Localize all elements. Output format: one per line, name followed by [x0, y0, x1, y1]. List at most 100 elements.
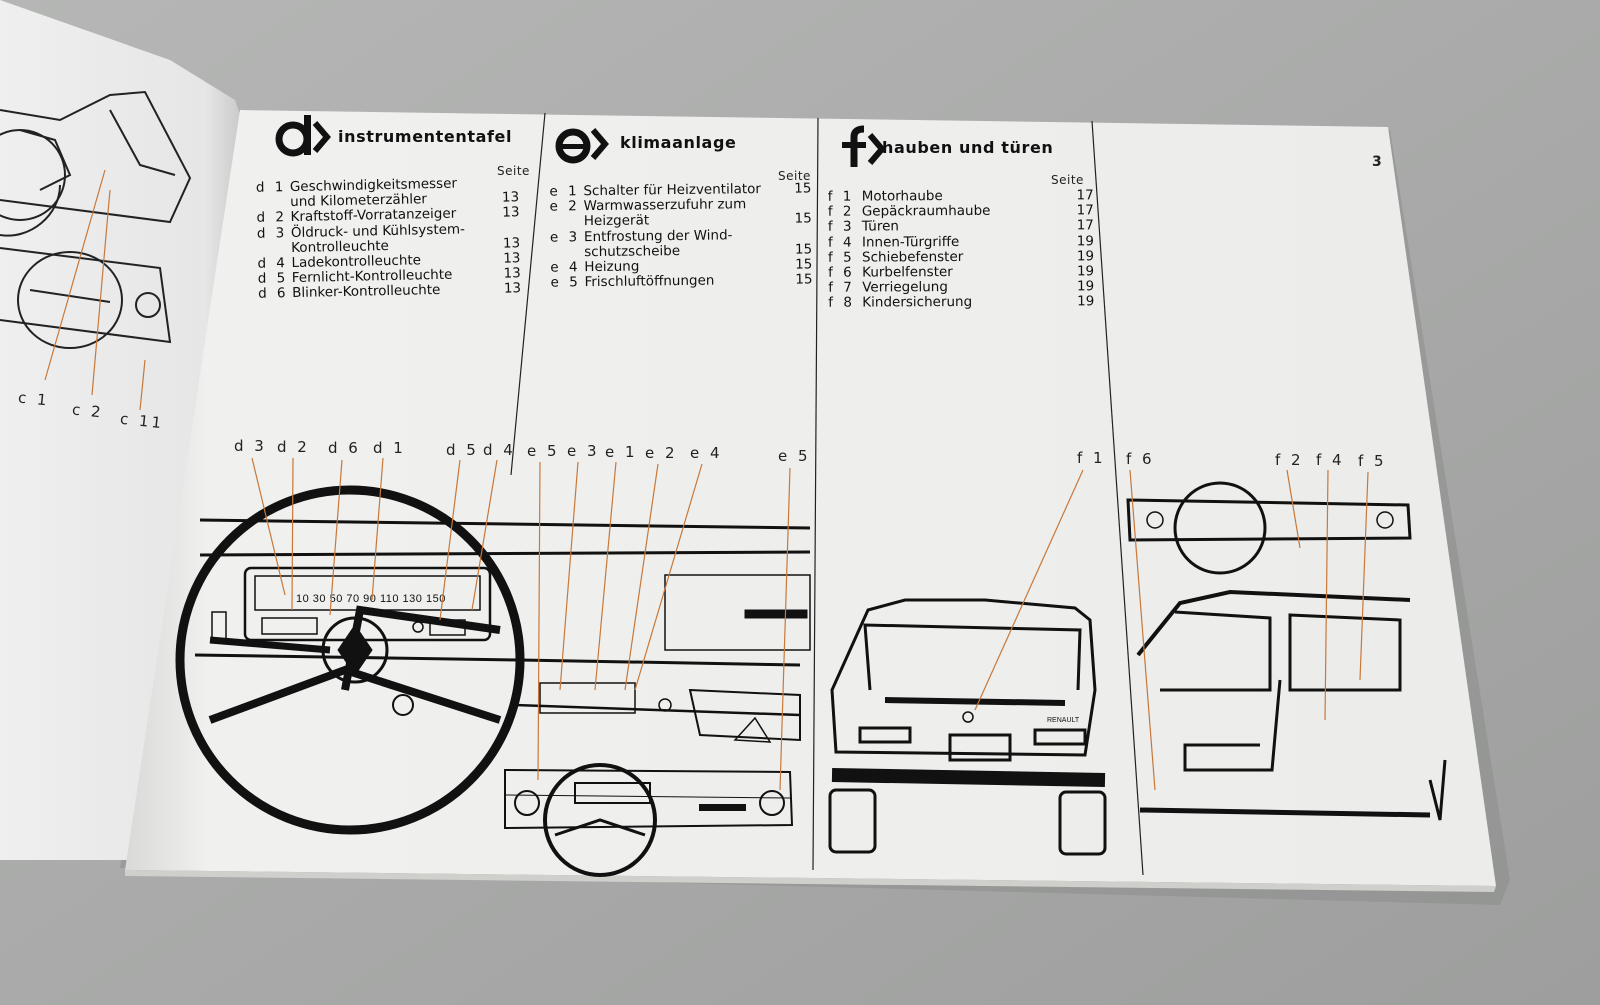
speedometer-scale: 10 30 50 70 90 110 130 150 — [296, 593, 446, 605]
callout-d2: d 2 — [277, 438, 310, 456]
toc-page: 19 — [1076, 248, 1095, 265]
callout-e1: e 1 — [605, 443, 638, 461]
toc-page: 15 — [794, 180, 812, 197]
toc-code: f 6 — [828, 264, 855, 281]
toc-code — [257, 252, 291, 253]
callout-f2: f 2 — [1275, 451, 1304, 469]
toc-page: 13 — [502, 235, 521, 252]
section-title-e: klimaanlage — [620, 133, 737, 152]
section-title-f: hauben und türen — [882, 138, 1054, 157]
toc-entry: f 8 Kindersicherung 19 — [828, 293, 1095, 312]
toc-entry: f 6 Kurbelfenster 19 — [828, 263, 1095, 281]
toc-text: Heizung — [584, 258, 640, 276]
toc-page: 17 — [1076, 202, 1094, 219]
toc-code: f 3 — [827, 218, 855, 236]
toc-text: Blinker-Kontrolleuchte — [291, 282, 441, 302]
seite-label-e: Seite — [778, 169, 811, 183]
toc-page: 19 — [1076, 263, 1095, 280]
callout-d5: d 5 — [446, 441, 479, 459]
toc-code: e 2 — [549, 198, 580, 215]
toc-code — [256, 206, 290, 207]
callout-f6: f 6 — [1126, 450, 1155, 468]
toc-page: 19 — [1076, 278, 1095, 295]
toc-page: 15 — [795, 256, 813, 273]
callout-d3: d 3 — [234, 437, 267, 455]
toc-code: f 2 — [827, 203, 855, 220]
callout-e3: e 3 — [567, 442, 600, 460]
callout-f5: f 5 — [1358, 452, 1387, 470]
toc-page: 17 — [1076, 187, 1094, 204]
callout-f1: f 1 — [1077, 449, 1106, 467]
callout-e4: e 4 — [690, 444, 723, 462]
toc-text: Kurbelfenster — [862, 264, 953, 281]
toc-page: 15 — [794, 210, 812, 228]
toc-code: f 7 — [828, 279, 855, 296]
section-logo-f — [842, 125, 886, 167]
toc-entry: f 2 Gepäckraumhaube 17 — [827, 202, 1094, 221]
left-page — [0, 0, 242, 860]
toc-code: f 5 — [827, 249, 855, 266]
toc-page: 15 — [794, 241, 813, 258]
toc-code: e 3 — [549, 228, 581, 246]
toc-page: 19 — [1077, 293, 1095, 310]
toc-list-f: f 1 Motorhaube 17 f 2 Gepäckraumhaube 17 f 3 Tü… — [827, 187, 1095, 312]
toc-text: Kindersicherung — [862, 294, 973, 311]
toc-entry: f 3 Türen 17 — [827, 217, 1094, 236]
toc-page: 13 — [503, 280, 522, 298]
toc-page: 17 — [1076, 217, 1094, 234]
toc-page: 13 — [503, 265, 521, 282]
toc-text: Türen — [861, 218, 899, 235]
section-title-d: instrumententafel — [338, 127, 513, 146]
left-leader-lines — [44, 169, 146, 411]
toc-code: d 1 — [255, 179, 287, 196]
column-dividers — [510, 112, 1144, 876]
toc-text: Heizgerät — [583, 212, 650, 230]
toc-text: Schiebefenster — [861, 248, 964, 266]
callout-e5b: e 5 — [778, 447, 811, 465]
toc-text: Warmwasserzufuhr zum — [583, 196, 747, 215]
toc-page: 19 — [1076, 232, 1094, 250]
right-page — [125, 110, 1496, 886]
car-rear-illustration — [828, 598, 1107, 856]
callout-f4: f 4 — [1316, 451, 1345, 469]
toc-code: f 8 — [828, 294, 855, 312]
toc-code: d 3 — [256, 224, 288, 242]
toc-page: 13 — [502, 204, 520, 222]
section-logo-e — [555, 128, 609, 164]
seite-label-f: Seite — [1051, 173, 1084, 187]
toc-entry: f 5 Schiebefenster 19 — [827, 248, 1095, 266]
callout-d6: d 6 — [328, 439, 361, 457]
toc-code: f 4 — [827, 234, 855, 251]
toc-code: d 6 — [257, 285, 289, 303]
callout-e2: e 2 — [645, 444, 678, 462]
toc-code: e 5 — [550, 274, 581, 291]
renault-badge: RENAULT — [1047, 717, 1080, 724]
toc-text: Innen-Türgriffe — [861, 233, 960, 251]
dashboard-illustration — [175, 485, 811, 835]
toc-code: f 1 — [827, 188, 855, 205]
page-number: 3 — [1372, 154, 1382, 170]
callout-d4: d 4 — [483, 441, 516, 459]
callout-c2: c 2 — [71, 400, 105, 422]
toc-text: Motorhaube — [861, 188, 943, 205]
toc-page: 13 — [503, 250, 521, 267]
toc-text: Frischluftöffnungen — [584, 272, 715, 291]
toc-page: 15 — [795, 271, 813, 288]
seite-label-d: Seite — [497, 164, 530, 178]
car-interior-illustration — [1126, 481, 1447, 821]
dashboard-inset — [504, 763, 794, 877]
toc-text: Gepäckraumhaube — [861, 203, 991, 220]
toc-text: schutzscheibe — [584, 242, 681, 260]
toc-code: d 2 — [256, 209, 288, 227]
callout-e5a: e 5 — [527, 442, 560, 460]
callout-d1: d 1 — [373, 439, 406, 457]
section-logo-d — [275, 115, 331, 157]
diagram-leader-lines — [251, 457, 1369, 791]
toc-text: Verriegelung — [862, 279, 948, 296]
callout-c1: c 1 — [17, 388, 51, 410]
toc-page: 13 — [501, 189, 520, 206]
